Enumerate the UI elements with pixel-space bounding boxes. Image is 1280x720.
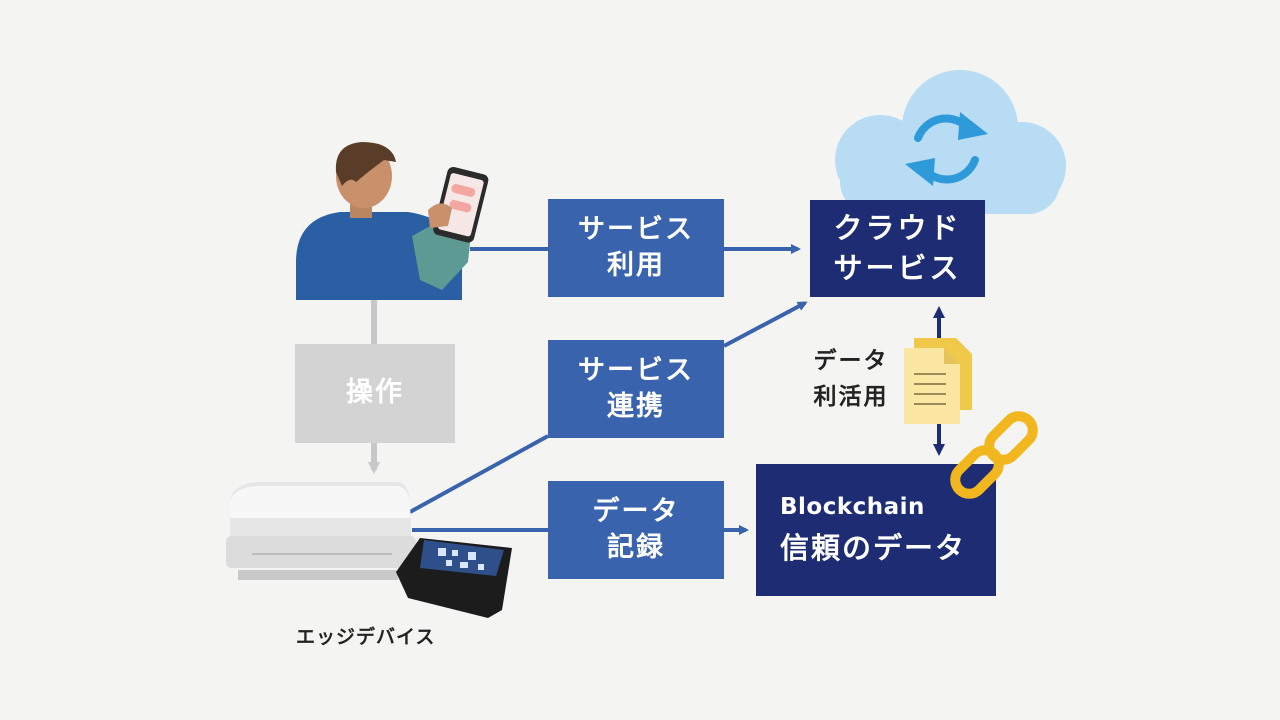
- cloud-service-line-1: クラウド: [833, 211, 962, 246]
- operation-label: 操作: [346, 377, 404, 409]
- service-link-box: サービス 連携: [548, 340, 724, 438]
- data-usage-line-1: データ: [813, 348, 889, 374]
- cloud-service-box: クラウド サービス: [810, 200, 985, 297]
- service-link-line-1: サービス: [578, 354, 694, 386]
- data-record-line-2: 記録: [607, 532, 665, 563]
- service-use-line-1: サービス: [578, 213, 694, 245]
- edge-device-label: エッジデバイス: [296, 626, 436, 648]
- data-usage-label: データ 利活用: [806, 344, 896, 415]
- data-usage-line-2: 利活用: [813, 383, 889, 410]
- data-record-line-1: データ: [592, 495, 680, 527]
- service-use-box: サービス 利用: [548, 199, 724, 297]
- blockchain-title: Blockchain: [780, 493, 925, 520]
- data-record-box: データ 記録: [548, 481, 724, 579]
- blockchain-subtitle: 信頼のデータ: [780, 530, 967, 565]
- arrow-service-link-to-cloud: [723, 301, 808, 348]
- cloud-service-line-2: サービス: [833, 250, 962, 285]
- service-link-line-2: 連携: [607, 391, 665, 422]
- operation-box: 操作: [295, 344, 455, 443]
- service-use-line-2: 利用: [607, 250, 665, 281]
- arrow-scanner-to-service-link: [409, 434, 549, 514]
